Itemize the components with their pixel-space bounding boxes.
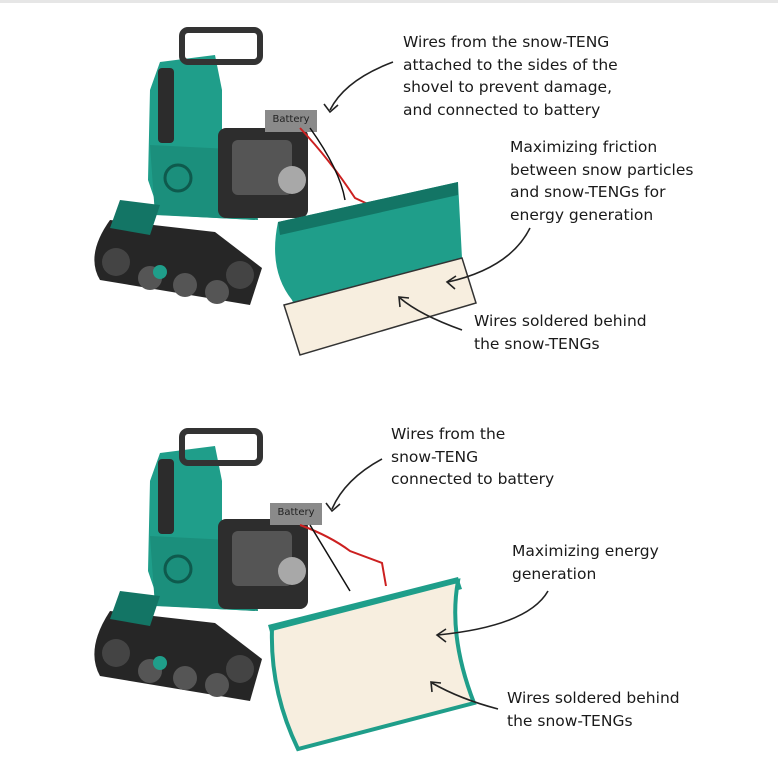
panel-bottom: Battery Wires from the snow-TENG connect…: [0, 391, 778, 782]
snow-blower-illustration-top: [94, 27, 531, 356]
annotation-wires-connected: Wires from the snow-TENG connected to ba…: [391, 423, 554, 491]
battery-wire-red: [299, 127, 373, 207]
annotation-wires-soldered: Wires soldered behind the snow-TENGs: [507, 687, 680, 732]
snow-teng-panel: [283, 257, 477, 356]
annotation-text: Wires from the snow-TENG attached to the…: [403, 33, 618, 119]
annotation-wires-soldered: Wires soldered behind the snow-TENGs: [474, 310, 647, 355]
top-divider: [0, 0, 778, 3]
battery-wire-red: [299, 524, 387, 587]
track-assembly: [94, 220, 262, 305]
track-assembly: [94, 611, 262, 701]
annotation-text: Wires soldered behind the snow-TENGs: [507, 689, 680, 730]
engine: [218, 519, 308, 609]
annotation-text: Wires from the snow-TENG connected to ba…: [391, 425, 555, 488]
annotation-arrows: [323, 61, 531, 331]
battery-box: [265, 110, 317, 132]
annotation-wires-attached: Wires from the snow-TENG attached to the…: [403, 31, 618, 121]
annotation-text: Maximizing friction between snow particl…: [510, 138, 694, 224]
battery-wire-black: [309, 127, 346, 201]
annotation-arrows: [325, 458, 549, 710]
shovel: [275, 182, 462, 318]
annotation-maximizing-friction: Maximizing friction between snow particl…: [510, 136, 693, 226]
snow-teng-panel: [269, 578, 477, 752]
battery-wire-black: [309, 524, 351, 592]
snow-blower-illustration-bottom: [94, 428, 549, 752]
annotation-text: Wires soldered behind the snow-TENGs: [474, 312, 647, 353]
battery-label: Battery: [272, 114, 310, 125]
battery-label: Battery: [277, 507, 315, 518]
battery-box: [270, 503, 322, 525]
annotation-maximizing-energy: Maximizing energy generation: [512, 540, 659, 585]
engine: [218, 128, 308, 218]
annotation-text: Maximizing energy generation: [512, 542, 659, 583]
panel-top: Battery Wires from the snow-TENG attache…: [94, 27, 693, 356]
